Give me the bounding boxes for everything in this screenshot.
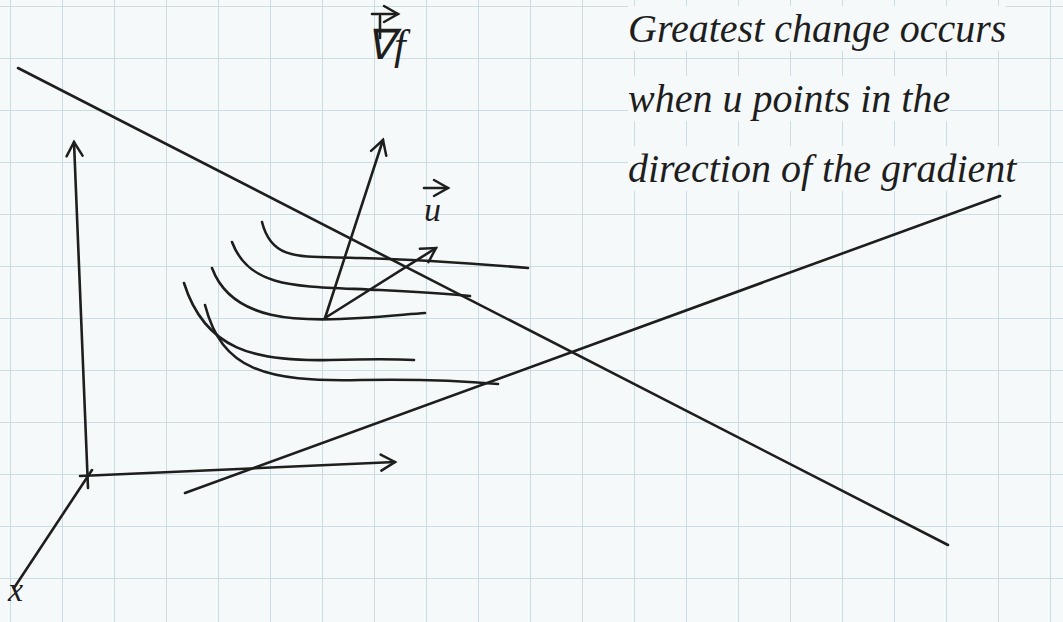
level-curve	[184, 283, 414, 360]
label-text: x	[8, 571, 23, 608]
direction-vector	[325, 248, 436, 318]
plane-edge	[18, 68, 948, 545]
vector-label: u	[424, 190, 441, 230]
vector-bar	[372, 13, 398, 16]
note-text: Greatest change occurs when u points in …	[628, 0, 1058, 204]
label-text: ∇f	[366, 22, 406, 68]
axis-label: x	[8, 570, 23, 610]
x-axis	[14, 470, 92, 588]
level-curve	[262, 222, 528, 268]
label-text: u	[424, 191, 441, 228]
gradient-label: ∇f	[366, 20, 406, 70]
y-axis	[80, 462, 395, 476]
plane-edge	[185, 196, 1000, 493]
z-axis	[74, 142, 88, 488]
gradient-vector	[325, 140, 383, 318]
vector-bar	[424, 187, 448, 190]
label-text: Greatest change occurs when u points in …	[628, 6, 1016, 191]
level-curve	[205, 305, 498, 384]
